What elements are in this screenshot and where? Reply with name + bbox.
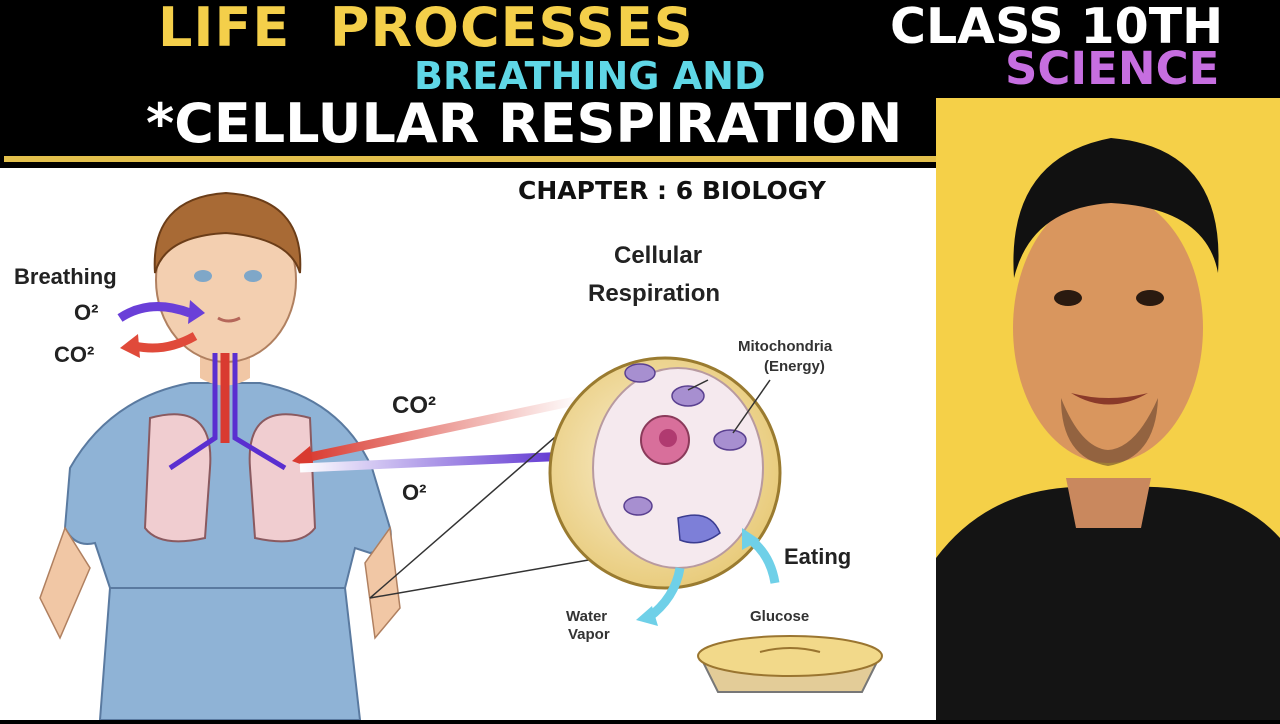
video-title: LIFE PROCESSES — [158, 0, 694, 59]
vapor-label: Vapor — [568, 626, 610, 643]
o2-in-arrow — [117, 302, 192, 322]
cell-illustration — [548, 356, 782, 590]
subtitle-line-1: BREATHING AND — [414, 54, 766, 98]
eating-label: Eating — [784, 544, 852, 569]
diagram-panel: Breathing O² CO² CO² O² Cellular Respira… — [0, 168, 936, 721]
mitochondria-label: Mitochondria — [738, 338, 833, 355]
respiration-label: Respiration — [588, 280, 721, 307]
eating-arrow — [745, 534, 780, 584]
co2-arrow — [304, 395, 581, 463]
co2-label-mid: CO² — [392, 392, 436, 419]
chapter-label: CHAPTER : 6 BIOLOGY — [518, 176, 826, 205]
header-divider — [4, 156, 936, 162]
subtitle-line-2: *CELLULAR RESPIRATION — [146, 92, 903, 155]
cellular-label: Cellular — [614, 242, 703, 269]
pie-icon — [697, 635, 883, 693]
co2-label-left: CO² — [54, 342, 95, 367]
o2-label-left: O² — [74, 300, 99, 325]
o2-arrow — [299, 451, 571, 473]
co2-out-arrow — [133, 332, 198, 353]
class-label: CLASS 10TH — [890, 0, 1224, 55]
glucose-label: Glucose — [750, 608, 810, 625]
child-illustration — [39, 191, 401, 721]
energy-label: (Energy) — [764, 358, 825, 375]
presenter-photo — [936, 98, 1280, 720]
breathing-label: Breathing — [14, 264, 117, 289]
o2-label-mid: O² — [402, 480, 427, 505]
water-label: Water — [566, 608, 608, 625]
subject-label: SCIENCE — [1005, 42, 1220, 95]
respiration-diagram — [39, 191, 883, 721]
